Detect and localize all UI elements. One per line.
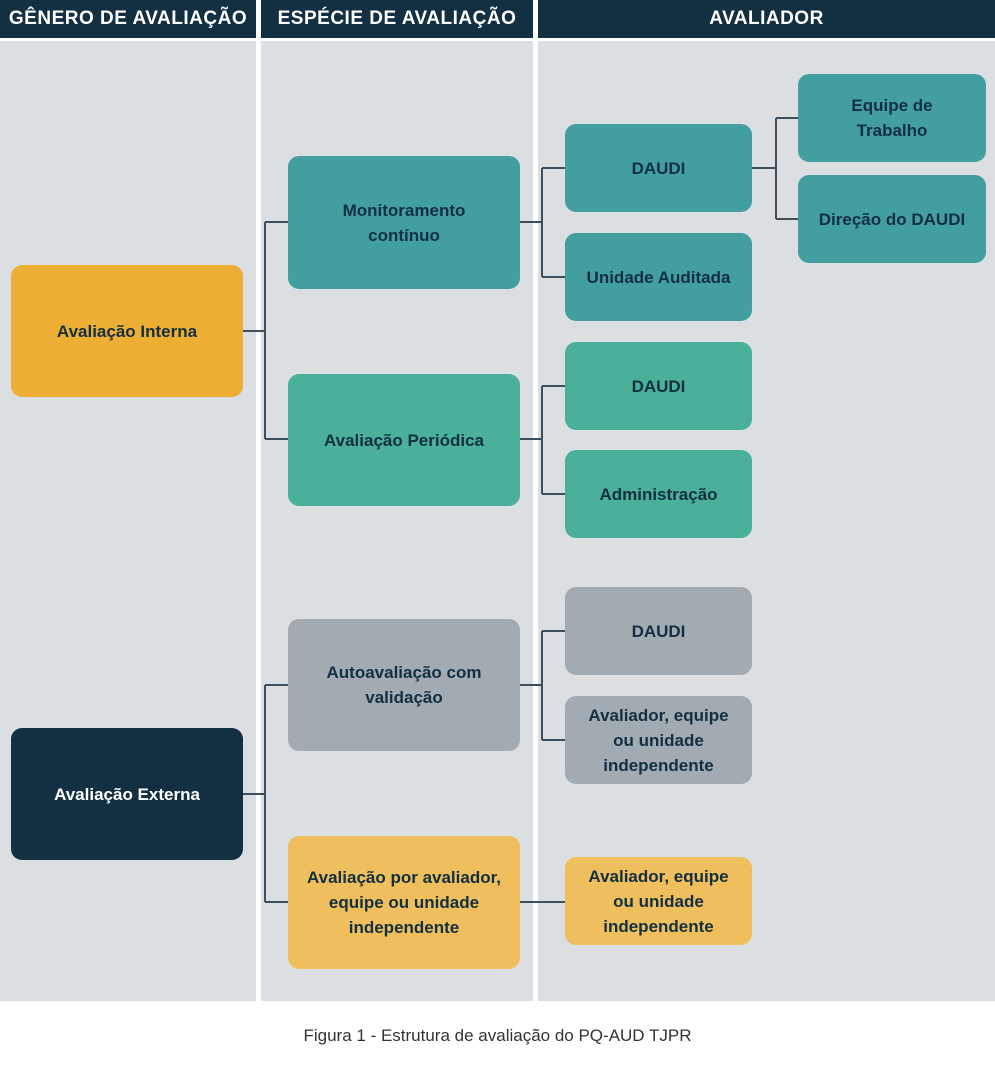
header-especie: ESPÉCIE DE AVALIAÇÃO bbox=[261, 0, 533, 38]
box-direcao-daudi: Direção do DAUDI bbox=[798, 175, 986, 263]
label-avaliacao-interna: Avaliação Interna bbox=[56, 321, 198, 341]
box-ext-independente: Avaliador, equipe ou unidade independent… bbox=[565, 857, 752, 945]
box-unidade-auditada: Unidade Auditada bbox=[565, 233, 752, 321]
label-por-avaliador-line3: independente bbox=[348, 918, 460, 937]
box-monitoramento-continuo: Monitoramento contínuo bbox=[288, 156, 520, 289]
label-auto-independente-line2: ou unidade bbox=[613, 730, 704, 750]
label-avaliacao-periodica: Avaliação Periódica bbox=[323, 430, 484, 450]
box-autoavaliacao: Autoavaliação com validação bbox=[288, 619, 520, 751]
box-avaliacao-periodica: Avaliação Periódica bbox=[288, 374, 520, 506]
label-equipe-line1: Equipe de bbox=[851, 96, 933, 115]
label-monitoramento-line1: Monitoramento bbox=[342, 200, 466, 220]
box-equipe-trabalho: Equipe de Trabalho bbox=[798, 74, 986, 162]
header-genero: GÊNERO DE AVALIAÇÃO bbox=[0, 0, 256, 38]
box-administracao: Administração bbox=[565, 450, 752, 538]
box-daudi-autoavaliacao: DAUDI bbox=[565, 587, 752, 675]
box-daudi-monitoramento: DAUDI bbox=[565, 124, 752, 212]
label-avaliacao-externa: Avaliação Externa bbox=[54, 784, 200, 804]
label-autoavaliacao-line2: validação bbox=[365, 688, 443, 707]
label-por-avaliador-line2: equipe ou unidade bbox=[328, 893, 480, 912]
label-daudi-periodica: DAUDI bbox=[631, 376, 686, 396]
box-avaliacao-por-avaliador: Avaliação por avaliador, equipe ou unida… bbox=[288, 836, 520, 969]
header-avaliador: AVALIADOR bbox=[538, 0, 995, 38]
label-ext-independente-line1: Avaliador, equipe bbox=[588, 866, 729, 886]
label-monitoramento-line2: contínuo bbox=[368, 225, 440, 245]
label-daudi-monitoramento: DAUDI bbox=[631, 158, 686, 178]
label-autoavaliacao-line1: Autoavaliação com bbox=[326, 663, 482, 682]
figure-caption: Figura 1 - Estrutura de avaliação do PQ-… bbox=[303, 1026, 692, 1045]
label-ext-independente-line3: independente bbox=[603, 916, 714, 936]
label-administracao: Administração bbox=[599, 484, 718, 504]
label-unidade-auditada: Unidade Auditada bbox=[586, 267, 731, 287]
label-auto-independente-line3: independente bbox=[603, 755, 714, 775]
label-equipe-line2: Trabalho bbox=[856, 121, 928, 140]
label-ext-independente-line2: ou unidade bbox=[613, 891, 704, 911]
box-auto-independente: Avaliador, equipe ou unidade independent… bbox=[565, 696, 752, 784]
box-daudi-periodica: DAUDI bbox=[565, 342, 752, 430]
label-direcao-daudi: Direção do DAUDI bbox=[818, 209, 966, 229]
box-avaliacao-interna: Avaliação Interna bbox=[11, 265, 243, 397]
label-auto-independente-line1: Avaliador, equipe bbox=[588, 705, 729, 725]
label-por-avaliador-line1: Avaliação por avaliador, bbox=[306, 868, 501, 887]
box-avaliacao-externa: Avaliação Externa bbox=[11, 728, 243, 860]
label-daudi-autoavaliacao: DAUDI bbox=[631, 621, 686, 641]
